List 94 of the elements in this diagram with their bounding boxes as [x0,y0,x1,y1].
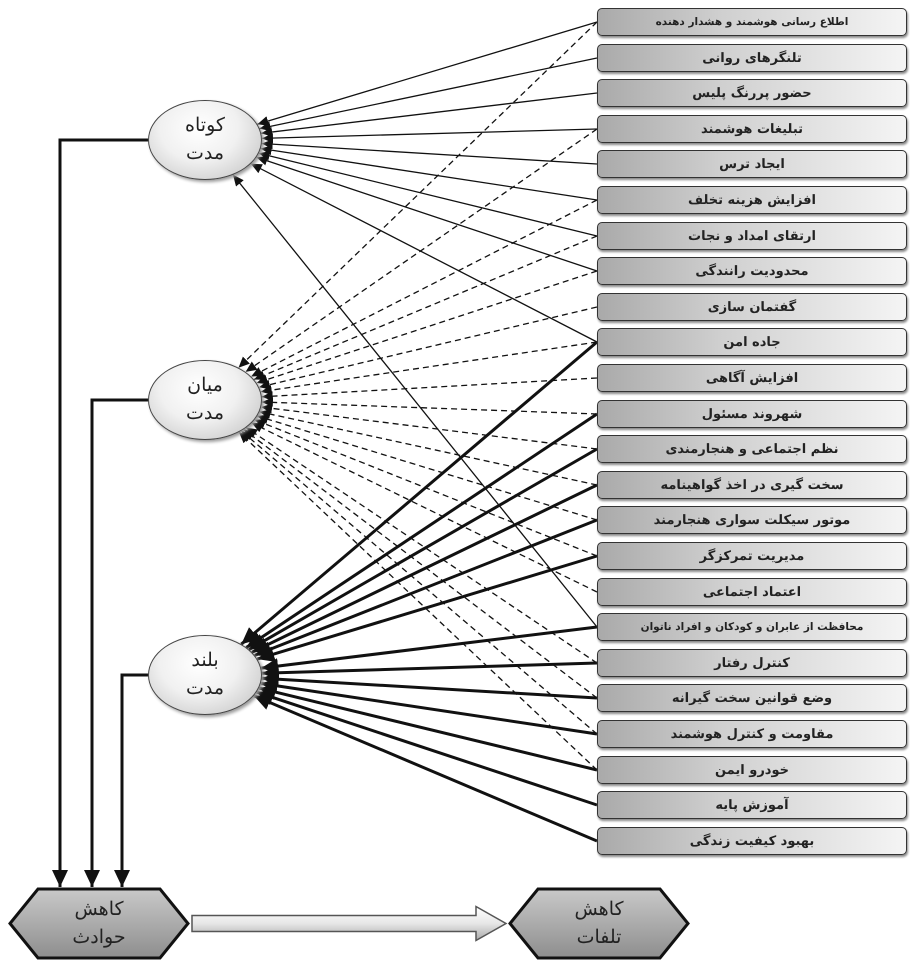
factor-box [597,8,907,36]
arrow [253,694,598,842]
node-label: میان مدت [184,373,226,426]
arrow [245,128,598,372]
node-label: بهبود کیفیت زندگی [690,834,814,848]
factor-box [597,293,907,321]
arrow [232,174,598,628]
node-label: حضور پررنگ پلیس [692,86,812,100]
node-label: آموزش پایه [715,798,789,812]
arrow [261,403,598,450]
factor-box [597,328,907,356]
node-label: کاهش تلفات [573,896,625,950]
factor-box [597,115,907,143]
arrow [52,138,148,887]
node-label: شهروند مسئول [702,406,802,422]
node-label: اعتماد اجتماعی [702,584,802,600]
node-label: اطلاع رسانی هوشمند و هشدار دهنده [656,16,848,28]
arrow [261,92,598,137]
arrow [260,341,598,396]
node-label: محدودیت رانندگی [695,264,809,278]
node-label: تلنگرهای روانی [702,50,802,66]
arrow [262,377,598,402]
node-label: ایجاد ترس [719,156,785,172]
arrow [238,22,598,368]
factor-box [597,257,907,285]
arrow [259,57,598,132]
arrow [250,163,598,343]
node-label: مدیریت تمرکزگر [700,548,804,564]
node-label: محافظت از عابران و کودکان و افراد ناتوان [640,621,864,633]
arrow [256,270,598,384]
node-label: کوتاه مدت [184,113,226,166]
arrow [257,414,598,521]
arrow [258,684,598,772]
node-label: کاهش حوادث [71,896,127,950]
arrow [254,235,598,380]
arrow [256,554,598,662]
arrow [251,422,598,593]
node-label: مقاومت و کنترل هوشمند [670,726,834,742]
arrow [254,518,598,657]
factor-box [597,613,907,641]
factor-box [597,756,907,784]
arrow [260,145,598,201]
arrow [262,671,598,700]
factor-box [597,684,907,712]
block-arrow [191,905,508,942]
factor-box [597,827,907,855]
node-label: نظم اجتماعی و هنجارمندی [666,442,838,456]
arrow [262,139,598,165]
arrow [259,409,598,486]
node-label: افزایش هزینه تخلف [688,192,816,208]
factor-box [597,150,907,178]
arrow [262,128,598,144]
arrow [254,419,598,557]
arrow [262,397,598,415]
factor-box [597,79,907,107]
factor-box [597,578,907,606]
node-label: جاده امن [723,334,781,350]
arrow [258,306,598,390]
node-label: تبلیغات هوشمند [700,122,804,136]
node-label: سخت گیری در اخذ گواهینامه [660,478,844,492]
hexagon-node [508,887,690,960]
factor-box [597,44,907,72]
arrow [240,340,598,646]
ellipse-node [148,635,262,715]
factor-box [597,471,907,499]
node-label: موتور سیکلت سواری هنجارمند [654,512,850,528]
node-label: افزایش آگاهی [706,370,798,386]
arrow [84,398,148,887]
arrow [257,21,598,126]
arrow [260,678,598,736]
arrow [250,199,598,378]
factor-box [597,649,907,677]
arrow [251,484,598,654]
arrow [256,156,598,272]
arrow [258,150,598,237]
factor-box [597,186,907,214]
hexagon-node [8,887,190,960]
factor-box [597,400,907,428]
node-label: گفتمان سازی [708,300,796,314]
factor-box [597,791,907,819]
node-label: خودرو ایمن [714,762,790,778]
node-label: کنترل رفتار [714,656,790,670]
node-label: ارتقای امداد و نجات [688,228,816,244]
factor-box [597,720,907,748]
arrow [114,674,148,887]
factor-box [597,542,907,570]
node-label: بلند مدت [184,648,226,701]
ellipse-node [148,360,262,440]
factor-box [597,506,907,534]
factor-box [597,435,907,463]
arrow [256,690,598,806]
factor-box [597,222,907,250]
node-label: وضع قوانین سخت گیرانه [672,690,832,706]
factor-box [597,364,907,392]
